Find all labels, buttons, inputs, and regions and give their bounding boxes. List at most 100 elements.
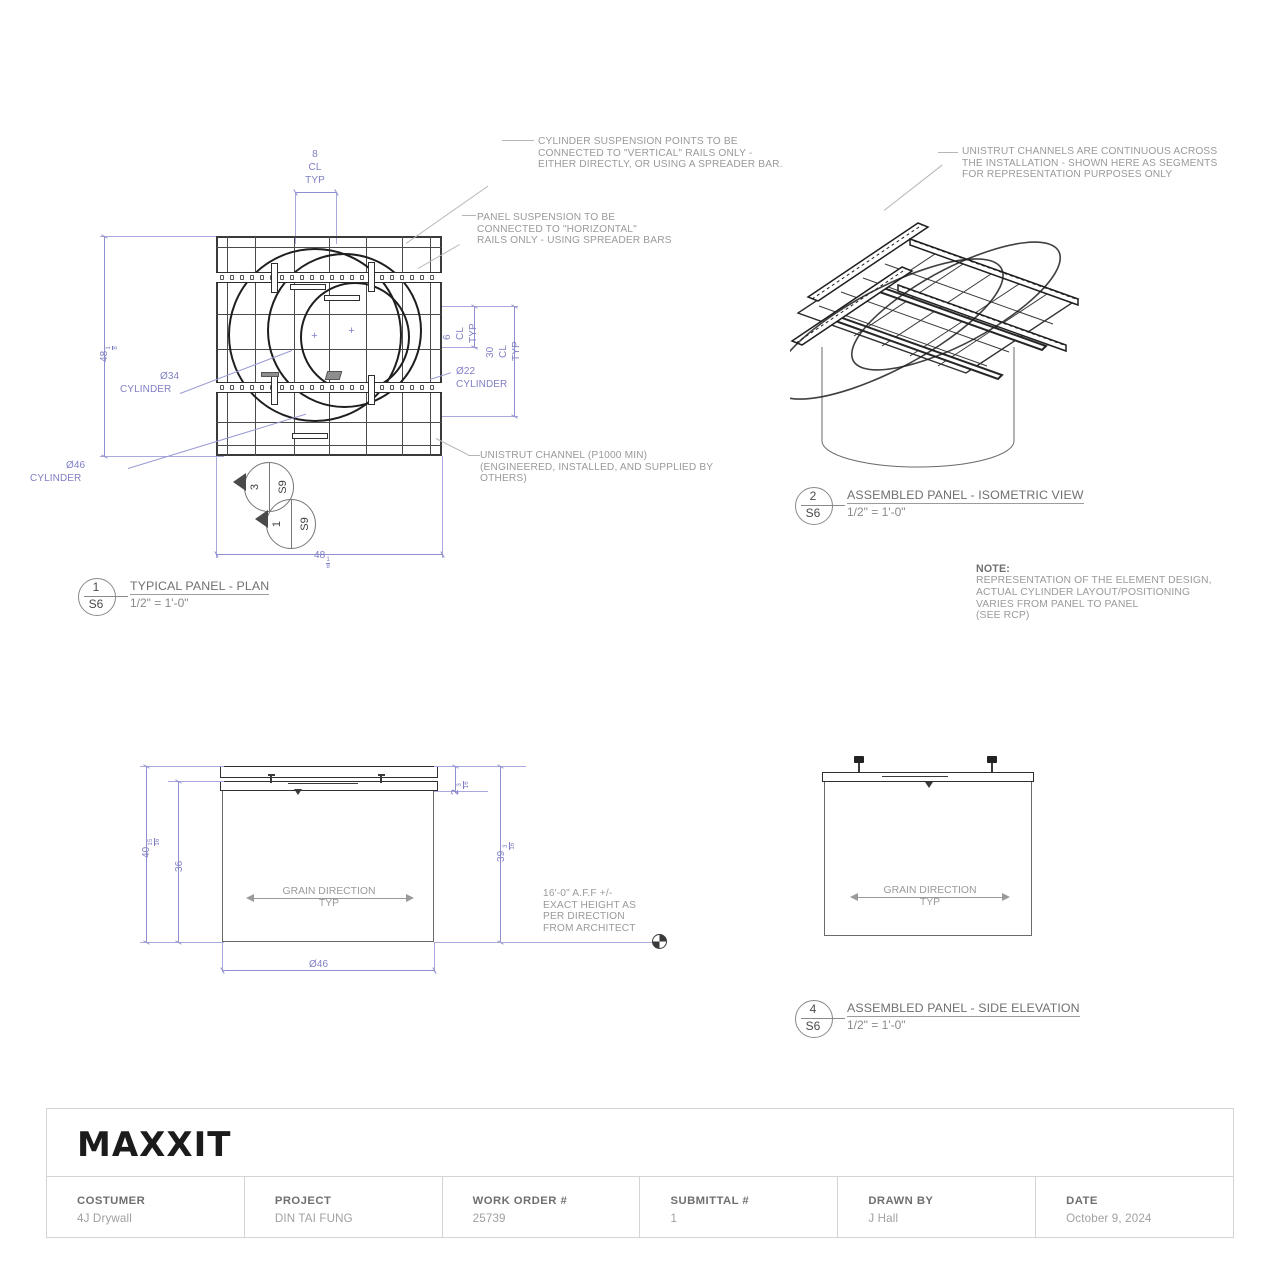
- plan-right-dimline-1: [474, 306, 475, 347]
- fe-ext-mid: [168, 781, 224, 782]
- unistrut-channel-upper: [216, 272, 442, 283]
- side-elevation-pointer-icon: [925, 782, 933, 788]
- annotation-height-note: 16'-0" A.F.F +/- EXACT HEIGHT AS PER DIR…: [543, 888, 637, 934]
- center-mark-1: +: [311, 330, 318, 342]
- note-block: NOTE: REPRESENTATION OF THE ELEMENT DESI…: [976, 563, 1212, 622]
- submittal-value: 1: [670, 1212, 678, 1225]
- fe-ext-r1: [434, 766, 526, 767]
- plan-tick-2: [334, 189, 339, 196]
- plan-bot-ext-r: [442, 456, 443, 558]
- front-elevation-grain-arrow: [252, 898, 408, 899]
- plan-bot-ext-l: [216, 456, 217, 558]
- suspension-clip-3: [271, 375, 278, 405]
- side-hanger-rod-1: [858, 760, 860, 772]
- suspension-clip-4: [368, 375, 375, 405]
- plan-label-d46-sub: CYLINDER: [30, 473, 82, 484]
- annotation-cylinder-suspension: CYLINDER SUSPENSION POINTS TO BE CONNECT…: [538, 136, 783, 171]
- spreader-bar-3: [292, 433, 328, 439]
- hanger-rod-2: [380, 776, 382, 783]
- plan-dim-inner-value: 6: [442, 334, 453, 340]
- plan-left-dimline: [104, 236, 105, 456]
- section-marker-3-number: 3: [249, 483, 261, 491]
- plan-dim-inner-cl: CL: [455, 327, 466, 340]
- work-order-value: 25739: [472, 1212, 506, 1225]
- section-marker-1[interactable]: 1 S9: [266, 499, 316, 549]
- title-block-field-work-order: WORK ORDER # 25739: [443, 1177, 641, 1237]
- side-elevation-grain-arrow: [856, 897, 1004, 898]
- project-label: PROJECT: [274, 1195, 332, 1207]
- plan-label-d22: Ø22: [456, 366, 476, 377]
- fe-ext-r3: [434, 942, 526, 943]
- plan-dim-top-value: 8: [312, 149, 318, 160]
- fe-datum-line: [500, 942, 656, 943]
- datum-level-icon: [652, 934, 667, 949]
- annotation-unistrut-continuous: UNISTRUT CHANNELS ARE CONTINUOUS ACROSS …: [962, 146, 1218, 181]
- fe-ext-bot: [140, 942, 224, 943]
- section-marker-1-sheet: S9: [299, 517, 311, 531]
- note-body: REPRESENTATION OF THE ELEMENT DESIGN, AC…: [976, 575, 1212, 622]
- suspension-clip-1: [271, 263, 278, 293]
- fe-ext-top: [140, 766, 224, 767]
- detail-2-number: 2: [809, 489, 817, 503]
- plan-right-ext-1: [442, 306, 518, 307]
- plan-left-ext-bot: [100, 456, 224, 457]
- costumer-label: COSTUMER: [77, 1195, 146, 1207]
- detail-4-sheet: S6: [805, 1019, 821, 1033]
- detail-1-sheet: S6: [88, 597, 104, 611]
- front-elevation-upper-rail: [220, 766, 438, 778]
- project-value: DIN TAI FUNG: [274, 1212, 353, 1225]
- plan-dim-inner-typ: TYP: [468, 323, 479, 343]
- work-order-label: WORK ORDER #: [472, 1195, 568, 1207]
- leader-panel-suspension-h: [462, 215, 476, 216]
- plan-right-ext-2: [442, 347, 478, 348]
- plan-dim-outer-value: 30: [485, 346, 496, 358]
- side-grain-arrow-right-icon: [1002, 893, 1010, 901]
- fe-dim-body: 36: [174, 860, 185, 872]
- front-elevation-lower-rail: [220, 781, 438, 791]
- plan-dim-top-typ: TYP: [305, 175, 325, 186]
- leader-unistrut-h: [468, 455, 480, 456]
- fe-dim-width: Ø46: [309, 959, 329, 970]
- detail-4-scale: 1/2" = 1'-0": [847, 1018, 906, 1032]
- leader-unistrut-continuous-h: [938, 152, 958, 153]
- assembled-panel-isometric-drawing: [790, 195, 1110, 475]
- plan-label-d34: Ø34: [160, 371, 180, 382]
- fe-dim-width-line: [222, 970, 434, 971]
- detail-1-scale: 1/2" = 1'-0": [130, 596, 189, 610]
- detail-2-sheet: S6: [805, 506, 821, 520]
- center-mark-2: +: [348, 325, 355, 337]
- leader-cylinder-suspension-h: [502, 140, 534, 141]
- unistrut-channel-lower: [216, 382, 442, 393]
- detail-2-title: ASSEMBLED PANEL - ISOMETRIC VIEW: [847, 488, 1084, 504]
- plan-right-dimline-2: [514, 306, 515, 416]
- plan-dim-ext-b: [336, 192, 337, 244]
- spreader-bar-2: [324, 295, 360, 301]
- title-block-columns: COSTUMER 4J Drywall PROJECT DIN TAI FUNG…: [47, 1177, 1233, 1237]
- date-value: October 9, 2024: [1066, 1212, 1152, 1225]
- fe-ext-w1: [222, 942, 223, 972]
- fe-dim-gap-line: [455, 766, 456, 791]
- plan-dim-top-line: [295, 192, 336, 193]
- title-block-field-project: PROJECT DIN TAI FUNG: [245, 1177, 443, 1237]
- detail-4-title: ASSEMBLED PANEL - SIDE ELEVATION: [847, 1001, 1080, 1017]
- side-grain-arrow-left-icon: [850, 893, 858, 901]
- date-label: DATE: [1066, 1195, 1098, 1207]
- detail-4-number: 4: [809, 1002, 817, 1016]
- title-block-field-date: DATE October 9, 2024: [1036, 1177, 1233, 1237]
- submittal-label: SUBMITTAL #: [670, 1195, 750, 1207]
- front-elevation-body: [222, 786, 434, 942]
- drawn-by-label: DRAWN BY: [868, 1195, 934, 1207]
- fe-dim-overall-line: [146, 766, 147, 942]
- drawn-by-value: J Hall: [868, 1212, 899, 1225]
- detail-1-title: TYPICAL PANEL - PLAN: [130, 579, 270, 595]
- title-block-logo-row: MAXXIT: [47, 1109, 1233, 1177]
- annotation-unistrut-channel: UNISTRUT CHANNEL (P1000 MIN) (ENGINEERED…: [480, 450, 714, 485]
- plan-dim-outer-typ: TYP: [511, 341, 522, 361]
